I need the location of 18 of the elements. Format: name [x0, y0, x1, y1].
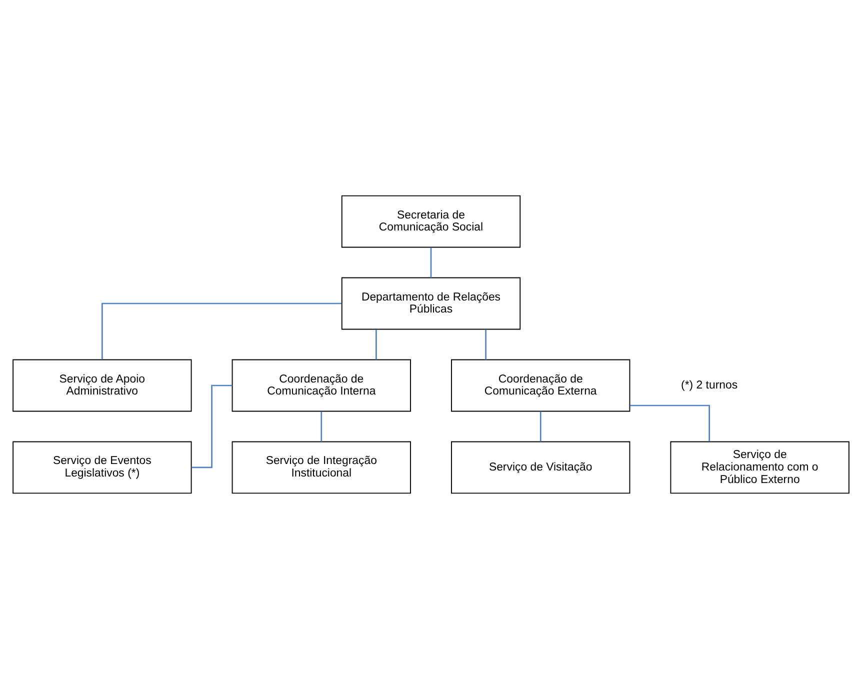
node-box: Departamento de Relações Públicas: [341, 277, 521, 330]
node-box: Serviço de Visitação: [451, 441, 630, 494]
connector: [320, 411, 322, 442]
label: (*) 2 turnos: [681, 379, 738, 392]
connector: [485, 329, 486, 360]
connector: [540, 411, 542, 442]
node-box: Serviço de Eventos Legislativos (*): [12, 441, 192, 494]
connector: [191, 384, 232, 468]
node-box: Coordenação de Comunicação Interna: [232, 359, 411, 412]
connector: [102, 302, 342, 360]
node-box: Serviço de Relacionamento com o Público Externo: [670, 441, 850, 494]
node-box: Serviço de Integração Institucional: [232, 441, 411, 494]
connector: [376, 329, 377, 360]
node-box: Serviço de Apoio Administrativo: [12, 359, 192, 412]
node-box: Secretaria de Comunicação Social: [341, 195, 521, 248]
connector: [630, 404, 710, 442]
node-box: Coordenação de Comunicação Externa: [451, 359, 630, 412]
connector: [430, 247, 432, 278]
